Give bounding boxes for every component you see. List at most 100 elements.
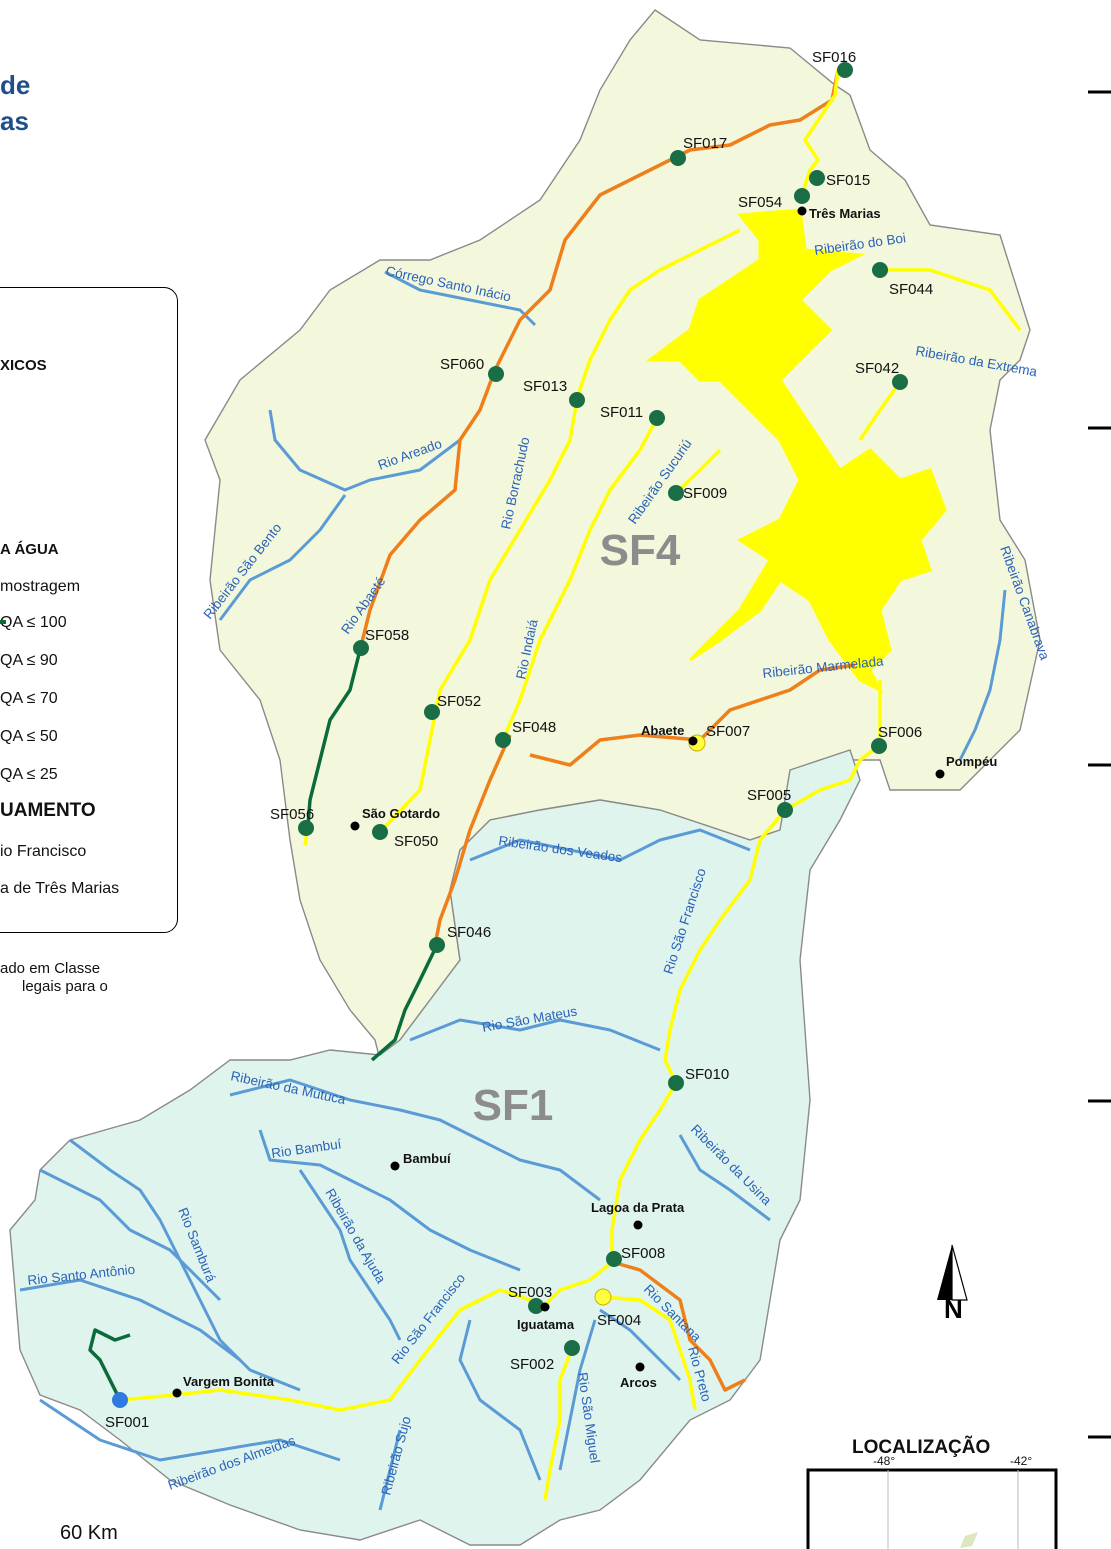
station-marker[interactable] [298, 820, 314, 836]
station-marker[interactable] [606, 1251, 622, 1267]
location-lon-2: -42° [1010, 1454, 1032, 1468]
station-label: SF017 [683, 135, 727, 152]
city-label: Bambuí [403, 1151, 451, 1166]
station-marker[interactable] [670, 150, 686, 166]
station-label: SF006 [878, 724, 922, 741]
stations: SF016 SF017 SF015 SF054 SF044 SF042 SF06… [105, 49, 933, 1431]
station-label: SF011 [600, 404, 643, 421]
station-label: SF060 [440, 356, 484, 373]
city-label: Arcos [620, 1375, 657, 1390]
legend-header-toxicos: XICOS [0, 357, 47, 374]
station-label: SF013 [523, 378, 567, 395]
station-label: SF056 [270, 806, 314, 823]
city-marker [688, 736, 698, 746]
station-label: SF004 [597, 1312, 641, 1329]
station-marker[interactable] [668, 485, 684, 501]
legend-box [0, 287, 178, 933]
legend-item-amostragem: mostragem [0, 578, 81, 595]
city-marker [172, 1388, 182, 1398]
station-label: SF009 [683, 485, 727, 502]
note-line-1: ado em Classe [0, 960, 101, 977]
city-marker [635, 1362, 645, 1372]
city-label: Lagoa da Prata [591, 1200, 685, 1215]
station-marker[interactable] [809, 170, 825, 186]
station-marker[interactable] [372, 824, 388, 840]
legend-item-iqa-25: QA ≤ 25 [0, 766, 58, 783]
station-marker[interactable] [495, 732, 511, 748]
city-marker [350, 821, 360, 831]
station-label: SF048 [512, 719, 556, 736]
station-label: SF042 [855, 360, 899, 377]
station-marker[interactable] [429, 937, 445, 953]
north-arrow-icon: N [937, 1244, 968, 1324]
station-label: SF016 [812, 49, 856, 66]
legend-item-iqa-100: QA ≤ 100 [0, 614, 67, 631]
station-label: SF010 [685, 1066, 729, 1083]
station-marker[interactable] [353, 640, 369, 656]
station-label: SF046 [447, 924, 491, 941]
station-label: SF050 [394, 833, 438, 850]
city-label: Pompéu [946, 754, 997, 769]
city-marker [633, 1220, 643, 1230]
frame-ticks [1088, 90, 1111, 1439]
station-marker[interactable] [112, 1392, 128, 1408]
station-label: SF015 [826, 172, 870, 189]
city-label: Abaete [641, 723, 684, 738]
river-network [19, 270, 1007, 1511]
station-marker[interactable] [794, 188, 810, 204]
station-marker[interactable] [488, 366, 504, 382]
station-label: SF044 [889, 281, 933, 298]
note-line-2: legais para o [22, 978, 108, 995]
legend-item-iqa-50: QA ≤ 50 [0, 728, 58, 745]
station-label: SF002 [510, 1356, 554, 1373]
station-label: SF054 [738, 194, 782, 211]
map-title-line-1: de [0, 70, 31, 100]
north-label: N [944, 1294, 963, 1324]
city-label: Três Marias [809, 206, 881, 221]
station-label: SF003 [508, 1284, 552, 1301]
location-inset: -48° -42° [806, 1454, 1058, 1549]
legend-header-enquadramento: UAMENTO [0, 800, 96, 821]
city-marker [797, 206, 807, 216]
legend-header-agua: A ÁGUA [0, 541, 59, 558]
station-marker[interactable] [668, 1075, 684, 1091]
legend-item-tres-marias: a de Três Marias [0, 880, 120, 897]
station-marker[interactable] [777, 802, 793, 818]
river-orange [358, 69, 856, 1392]
cities: Três Marias Abaete Pompéu São Gotardo La… [172, 206, 997, 1398]
river-dark-green [88, 649, 439, 1401]
station-marker[interactable] [594, 1288, 612, 1306]
station-marker[interactable] [892, 374, 908, 390]
station-label: SF058 [365, 627, 409, 644]
city-label: São Gotardo [362, 806, 440, 821]
station-label: SF008 [621, 1245, 665, 1262]
station-marker[interactable] [837, 62, 853, 78]
river-yellow [119, 69, 1022, 1501]
station-marker[interactable] [872, 262, 888, 278]
station-marker[interactable] [564, 1340, 580, 1356]
station-label: SF007 [706, 723, 750, 740]
legend-item-sao-francisco: io Francisco [0, 843, 87, 860]
station-marker[interactable] [871, 738, 887, 754]
station-marker[interactable] [569, 392, 585, 408]
station-marker[interactable] [649, 410, 665, 426]
map-title-line-2: as [0, 106, 29, 136]
station-marker[interactable] [424, 704, 440, 720]
station-marker[interactable] [528, 1298, 544, 1314]
location-title: LOCALIZAÇÃO [852, 1437, 991, 1458]
station-label: SF052 [437, 693, 481, 710]
station-label: SF005 [747, 787, 791, 804]
location-lon-1: -48° [873, 1454, 895, 1468]
reservoir-tres-marias [645, 208, 947, 694]
station-label: SF001 [105, 1414, 149, 1431]
legend-item-iqa-90: QA ≤ 90 [0, 652, 58, 669]
scale-label: 60 Km [60, 1522, 118, 1544]
city-marker [540, 1302, 550, 1312]
legend-item-iqa-70: QA ≤ 70 [0, 690, 58, 707]
city-marker [935, 769, 945, 779]
unit-label-sf1: SF1 [473, 1081, 554, 1130]
unit-label-sf4: SF4 [600, 526, 681, 575]
city-label: Vargem Bonita [183, 1374, 275, 1389]
city-marker [390, 1161, 400, 1171]
